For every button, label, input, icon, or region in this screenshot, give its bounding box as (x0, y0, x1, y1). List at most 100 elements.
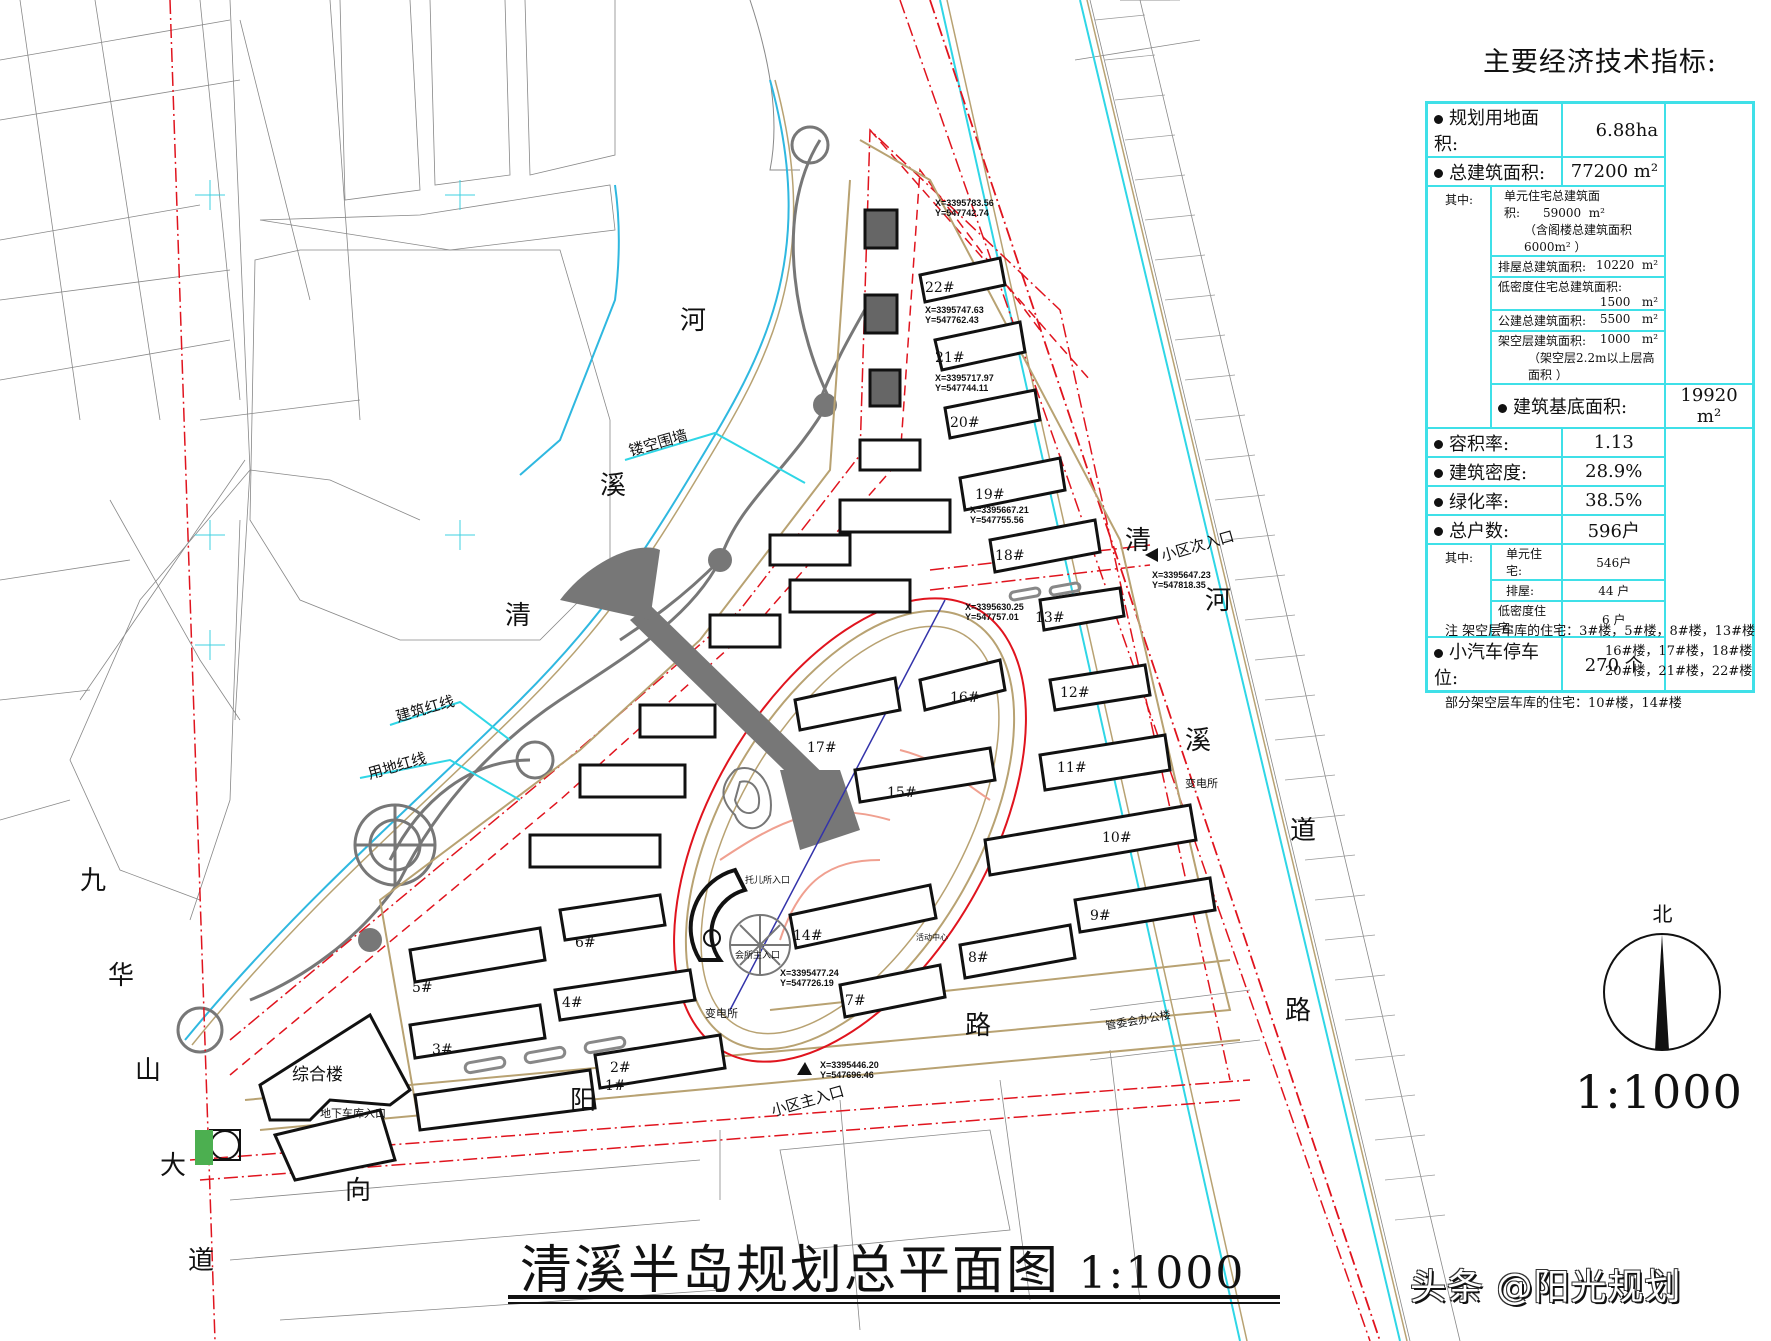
notes-block: 注 架空层车库的住宅：3#楼，5#楼，8#楼，13#楼 16#楼，17#楼，18… (1445, 622, 1755, 714)
building-19-label: 19# (975, 487, 1005, 503)
landscape-mound (722, 767, 772, 830)
substation-east-label: 变电所 (1185, 777, 1218, 790)
row-households: 总户数: 596户 (1425, 514, 1754, 545)
east-road-char-4: 道 (1290, 816, 1317, 846)
west-road-char-4: 大 (160, 1151, 187, 1181)
park-node (358, 928, 382, 952)
row-row-housing: 排屋总建筑面积:10220 m² (1427, 255, 1754, 278)
club-entrance-label: 会所主入口 (735, 951, 781, 961)
row-coverage: 建筑密度: 28.9% (1425, 456, 1754, 487)
building-11-label: 11# (1057, 760, 1087, 776)
bullet-icon (1434, 440, 1443, 449)
east-hatched-strip (1089, 0, 1461, 1341)
building-16-label: 16# (950, 690, 980, 706)
bullet-icon (1498, 403, 1507, 413)
kindergarten-entrance-label: 托儿所入口 (745, 876, 791, 886)
indicators-table: 规划用地面积: 6.88ha 总建筑面积: 77200 m² 其中: 单元住宅总… (1425, 101, 1755, 693)
row-hh-unit: 其中: 单元住宅: 546户 (1425, 543, 1754, 638)
row-total-floor-area: 总建筑面积: 77200 m² (1425, 156, 1754, 187)
south-road-char-1: 阳 (570, 1086, 597, 1116)
south-road-char-4: 向 (345, 1176, 372, 1206)
building-10-label: 10# (1102, 830, 1132, 846)
substation-label: 变电所 (705, 1007, 738, 1020)
plan-title: 清溪半岛规划总平面图 1:1000 (520, 1241, 1246, 1301)
building-9-label: 9# (1090, 908, 1111, 924)
building-5-label: 5# (412, 980, 433, 996)
east-river (939, 0, 1408, 1341)
north-label: 北 (1652, 902, 1673, 926)
note-line-4: 部分架空层车库的住宅：10#楼，14#楼 (1445, 696, 1682, 711)
bullet-icon (1434, 527, 1443, 536)
note-line-2: 16#楼，17#楼，18#楼 (1605, 644, 1753, 659)
row-unit-housing: 其中: 单元住宅总建筑面积: 59000 m² （含阁楼总建筑面积6000m² … (1425, 185, 1754, 429)
round-pavilions (176, 125, 830, 1054)
building-1-label: 1# (605, 1078, 626, 1094)
river-label-xi: 溪 (600, 471, 627, 501)
north-arrow-graphic (1603, 933, 1721, 1051)
secondary-entrance-marker (1145, 548, 1158, 562)
economic-indicators-panel: 主要经济技术指标: 规划用地面积: 6.88ha 总建筑面积: 77200 m²… (1425, 40, 1755, 693)
park-node (813, 393, 837, 417)
bullet-icon (1434, 469, 1443, 478)
building-4-label: 4# (562, 995, 583, 1011)
west-road-char-5: 道 (188, 1246, 215, 1276)
park-node (708, 548, 732, 572)
west-road-char-1: 九 (80, 866, 107, 896)
east-road-char-1: 清 (1125, 526, 1152, 556)
row-low-density: 低密度住宅总建筑面积:1500 m² (1427, 276, 1754, 311)
east-road-char-3: 溪 (1185, 726, 1212, 756)
row-public: 公建总建筑面积:5500 m² (1427, 309, 1754, 332)
building-12-label: 12# (1060, 685, 1090, 701)
row-green-ratio: 绿化率: 38.5% (1425, 485, 1754, 516)
building-6-label: 6# (575, 935, 596, 951)
building-17-label: 17# (807, 740, 837, 756)
park-nodes (358, 393, 837, 952)
complex-building-label: 综合楼 (292, 1065, 343, 1085)
row-far: 容积率: 1.13 (1425, 427, 1754, 458)
row-hh-row: 排屋: 44 户 (1427, 579, 1754, 602)
residential-buildings (408, 208, 1217, 1132)
row-footprint: 建筑基底面积: 19920 m² (1427, 383, 1755, 429)
building-14-label: 14# (793, 928, 823, 944)
row-site-area: 规划用地面积: 6.88ha (1425, 101, 1754, 158)
south-road-char-2: 路 (965, 1011, 992, 1041)
building-2-label: 2# (610, 1060, 631, 1076)
south-road-char-3: 路 (1285, 996, 1312, 1026)
bullet-icon (1434, 169, 1443, 178)
river-label-qing: 清 (505, 601, 532, 631)
survey-parcels (0, 0, 1261, 1331)
river-label-he: 河 (680, 306, 707, 336)
activity-center-label: 活动中心 (916, 933, 948, 942)
building-20-label: 20# (950, 415, 980, 431)
west-road-char-3: 山 (135, 1056, 162, 1086)
axis-line (729, 599, 946, 1011)
bullet-icon (1434, 114, 1443, 124)
bullet-icon (1434, 498, 1443, 507)
note-line-3: 20#楼，21#楼，22#楼 (1605, 664, 1753, 679)
main-entrance-marker (797, 1062, 812, 1075)
title-underline (508, 1295, 1280, 1299)
underground-garage-label: 地下车库入口 (320, 1107, 386, 1120)
note-line-1: 注 架空层车库的住宅：3#楼，5#楼，8#楼，13#楼 (1445, 624, 1756, 639)
east-road-char-2: 河 (1205, 586, 1232, 616)
building-21-label: 21# (935, 350, 965, 366)
north-arrow: 北 (1600, 898, 1725, 927)
clubhouse (688, 867, 748, 962)
row-hh-low: 低密度住宅: 6 户 (1427, 600, 1754, 638)
indicators-title: 主要经济技术指标: (1482, 47, 1718, 78)
building-7-label: 7# (845, 993, 866, 1009)
complex-building (258, 1012, 412, 1182)
building-22-label: 22# (925, 280, 955, 296)
building-3-label: 3# (432, 1042, 453, 1058)
central-axis (560, 547, 860, 850)
building-18-label: 18# (995, 548, 1025, 564)
building-15-label: 15# (887, 785, 917, 801)
bullet-icon (1434, 648, 1443, 658)
west-road-char-2: 华 (108, 961, 135, 991)
